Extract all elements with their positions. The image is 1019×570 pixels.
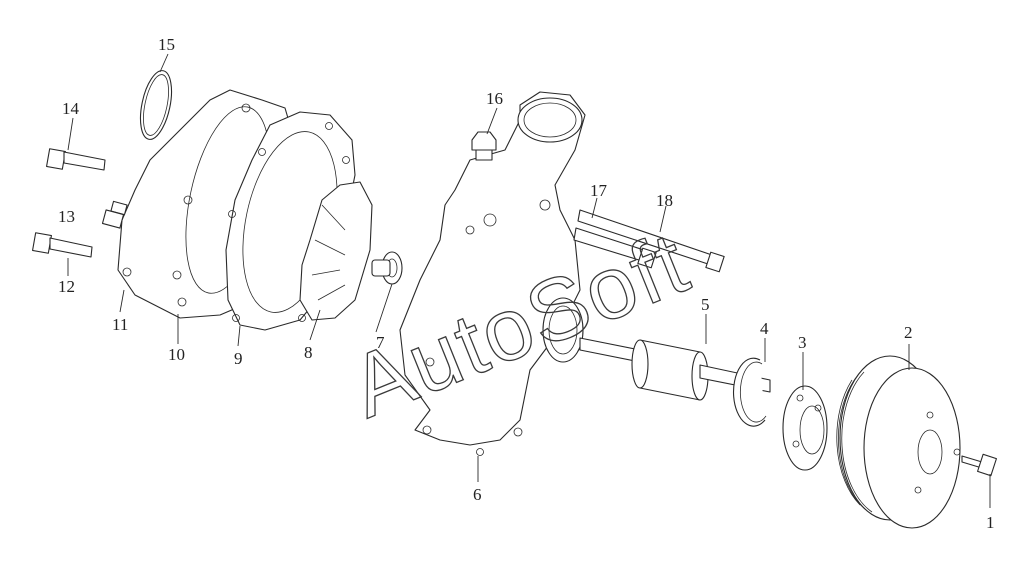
part-bolt-12	[32, 232, 93, 258]
callout-17: 17	[590, 181, 608, 200]
part-pulley	[836, 355, 961, 529]
callout-16: 16	[486, 89, 503, 108]
part-plug-13	[101, 200, 128, 229]
callout-4: 4	[760, 319, 769, 338]
part-impeller	[299, 181, 373, 321]
part-o-ring	[139, 70, 173, 140]
part-drain-plug	[471, 131, 497, 161]
callout-1: 1	[986, 513, 995, 532]
callout-2: 2	[904, 323, 913, 342]
callout-5: 5	[701, 295, 710, 314]
part-shaft-seal	[371, 251, 403, 285]
callout-18: 18	[656, 191, 673, 210]
part-long-bolts	[573, 209, 725, 273]
callout-8: 8	[304, 343, 313, 362]
callout-3: 3	[798, 333, 807, 352]
part-pump-housing	[399, 91, 586, 456]
part-pulley-bolt	[961, 453, 997, 477]
callout-9: 9	[234, 349, 243, 368]
callout-7: 7	[376, 333, 385, 352]
callouts: 1 2 3 4 5 6 7 8 9 10 11 12 13 14 15 16 1…	[58, 35, 995, 532]
callout-6: 6	[473, 485, 482, 504]
leader-lines	[67, 53, 991, 508]
callout-13: 13	[58, 207, 75, 226]
callout-15: 15	[158, 35, 175, 54]
part-snap-ring	[733, 357, 767, 427]
callout-10: 10	[168, 345, 185, 364]
callout-12: 12	[58, 277, 75, 296]
callout-14: 14	[62, 99, 80, 118]
part-bolt-14	[46, 148, 106, 171]
part-hub	[782, 385, 828, 471]
callout-11: 11	[112, 315, 128, 334]
